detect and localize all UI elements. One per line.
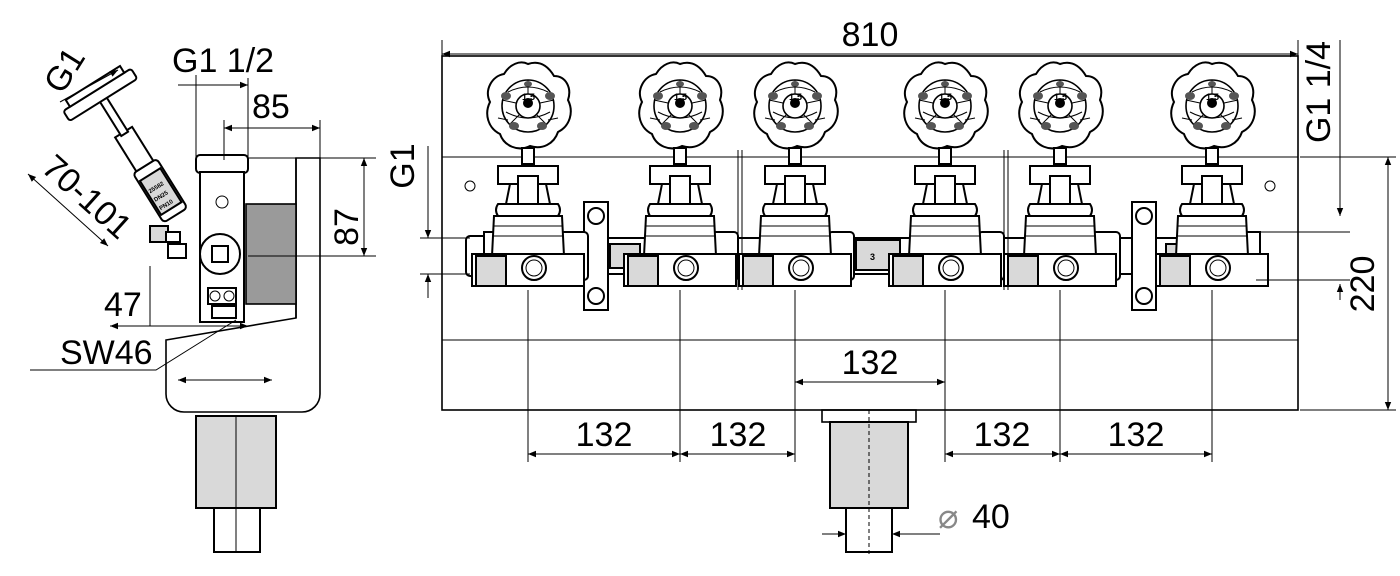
thread-main-label: G1 1/2 xyxy=(172,42,274,80)
front-dimension-lines xyxy=(420,40,1396,538)
spacing-label-1: 132 xyxy=(576,416,633,454)
spacing-label-4: 132 xyxy=(1108,416,1165,454)
dim-47-label: 47 xyxy=(104,286,142,324)
drain-pipe-side xyxy=(195,415,277,553)
thread-right-label: G1 1/4 xyxy=(1300,41,1338,143)
height-label: 220 xyxy=(1344,256,1382,313)
drain-diameter-label: 40 xyxy=(972,498,1010,536)
drain-pipe-front xyxy=(821,409,917,556)
thread-left-label: G1 xyxy=(384,143,422,188)
spacing-label-2: 132 xyxy=(710,416,767,454)
svg-text:3: 3 xyxy=(870,252,875,262)
center-spacing-label: 132 xyxy=(842,344,899,382)
dim-85-label: 85 xyxy=(252,88,290,126)
side-dimension-lines xyxy=(27,69,376,384)
dim-87-label: 87 xyxy=(328,208,366,246)
side-view: 25582 DN25 PN10 xyxy=(27,41,376,553)
diameter-symbol: ⌀ xyxy=(938,498,958,536)
collector-body-side xyxy=(195,154,297,323)
overall-width-label: 810 xyxy=(842,16,899,54)
wrench-size-label: SW46 xyxy=(60,334,153,372)
spacing-label-3: 132 xyxy=(974,416,1031,454)
front-view: 3 xyxy=(384,16,1396,556)
dim-range-label: 70-101 xyxy=(35,148,139,247)
